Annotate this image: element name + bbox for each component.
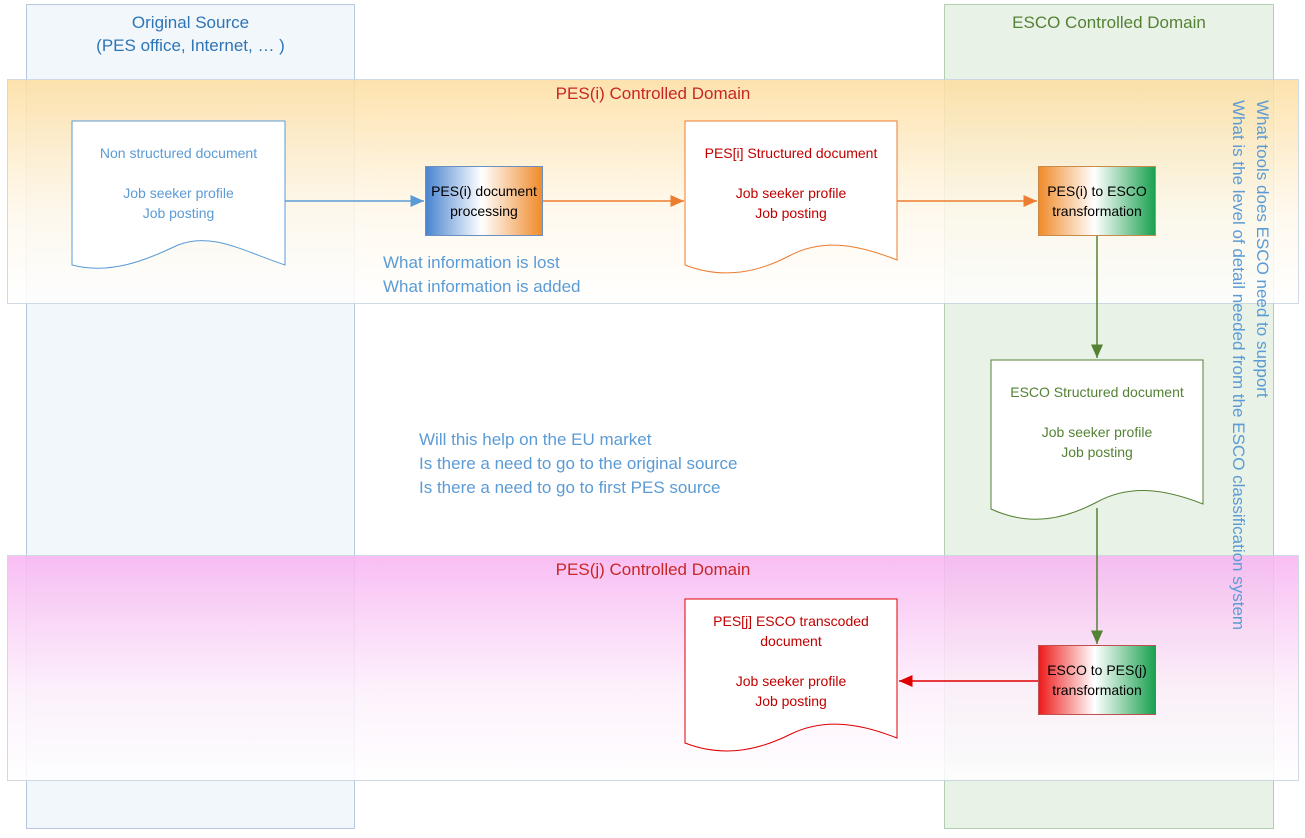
esco-structured-document: ESCO Structured document Job seeker prof… [990, 359, 1204, 524]
pesi-to-esco-transformation-box: PES(i) to ESCO transformation [1038, 166, 1156, 236]
document-shape-icon [71, 120, 286, 269]
pesj-domain-band: PES(j) Controlled Domain [7, 555, 1299, 781]
note-info-lost: What information is lost [383, 253, 560, 272]
pesi-structured-document: PES[i] Structured document Job seeker pr… [684, 120, 898, 275]
pesi-to-esco-line1: PES(i) to ESCO [1047, 183, 1147, 199]
esco-structured-document-text: ESCO Structured document Job seeker prof… [990, 382, 1204, 462]
esco-structured-line1: Job seeker profile [1041, 424, 1153, 440]
esco-to-pesj-transformation-box: ESCO to PES(j) transformation [1038, 645, 1156, 715]
document-shape-icon [990, 359, 1204, 520]
original-source-title-line2: (PES office, Internet, … ) [96, 36, 285, 55]
esco-to-pesj-line2: transformation [1052, 682, 1142, 698]
pesi-structured-line2: Job posting [755, 205, 827, 221]
market-questions: Will this help on the EU market Is there… [419, 428, 737, 500]
pesj-transcoded-document: PES[j] ESCO transcoded document Job seek… [684, 598, 898, 753]
pesj-transcoded-title-line2: document [760, 633, 822, 649]
pesi-domain-title: PES(i) Controlled Domain [555, 84, 751, 103]
note-info-added: What information is added [383, 277, 581, 296]
information-notes: What information is lost What informatio… [383, 251, 581, 299]
esco-domain-title: ESCO Controlled Domain [1012, 13, 1206, 32]
pesj-transcoded-line1: Job seeker profile [735, 673, 847, 689]
esco-structured-line2: Job posting [1061, 444, 1133, 460]
non-structured-line1: Job seeker profile [123, 185, 234, 201]
note-first-pes-source: Is there a need to go to first PES sourc… [419, 478, 721, 497]
document-shape-icon [684, 598, 898, 752]
pesi-processing-line1: PES(i) document [431, 183, 537, 199]
pesi-processing-line2: processing [450, 203, 518, 219]
pesi-to-esco-line2: transformation [1052, 203, 1142, 219]
esco-vertical-questions: What tools does ESCO need to support Wha… [1229, 100, 1272, 630]
pesj-transcoded-title-line1: PES[j] ESCO transcoded [713, 613, 869, 629]
note-eu-market: Will this help on the EU market [419, 430, 652, 449]
non-structured-line2: Job posting [142, 205, 215, 221]
pesj-transcoded-document-text: PES[j] ESCO transcoded document Job seek… [684, 611, 898, 711]
original-source-title: Original Source (PES office, Internet, …… [27, 11, 354, 57]
pesi-structured-document-text: PES[i] Structured document Job seeker pr… [684, 143, 898, 223]
note-original-source: Is there a need to go to the original so… [419, 454, 738, 473]
original-source-title-line1: Original Source [131, 13, 250, 32]
esco-to-pesj-line1: ESCO to PES(j) [1047, 662, 1147, 678]
vertical-note-tools: What tools does ESCO need to support [1253, 100, 1272, 398]
document-shape-icon [684, 120, 898, 274]
esco-structured-title: ESCO Structured document [1010, 384, 1184, 400]
pesi-structured-line1: Job seeker profile [735, 185, 847, 201]
non-structured-document-text: Non structured document Job seeker profi… [71, 143, 286, 223]
non-structured-title: Non structured document [99, 145, 258, 161]
pesi-document-processing-box: PES(i) document processing [425, 166, 543, 236]
pesj-domain-title: PES(j) Controlled Domain [555, 560, 751, 579]
pesj-transcoded-line2: Job posting [755, 693, 827, 709]
non-structured-document: Non structured document Job seeker profi… [71, 120, 286, 270]
pesi-structured-title: PES[i] Structured document [704, 145, 878, 161]
vertical-note-detail: What is the level of detail needed from … [1229, 100, 1248, 630]
